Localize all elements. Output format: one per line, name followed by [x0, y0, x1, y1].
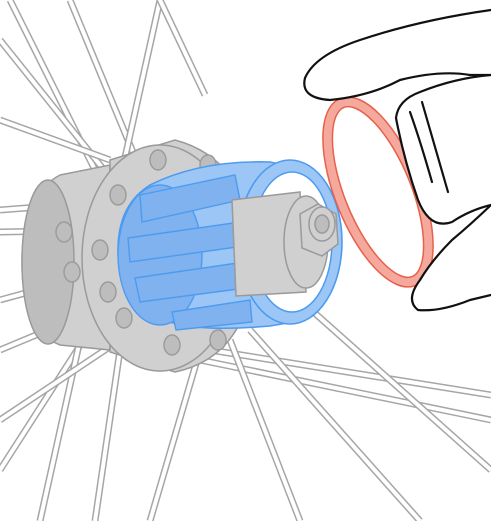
spoke-20 — [0, 340, 120, 420]
axle-hole — [315, 215, 329, 233]
flange-hole-4 — [92, 240, 108, 260]
flange-hole-8 — [210, 330, 226, 350]
flange-hole-3 — [110, 185, 126, 205]
flange-hole-10 — [64, 262, 80, 282]
spoke-19 — [0, 120, 110, 160]
flange-hole-6 — [116, 308, 132, 328]
spoke-16 — [250, 330, 420, 521]
flange-hole-11 — [56, 222, 72, 242]
hand-index-finger — [396, 75, 491, 224]
hub-left-end — [22, 180, 74, 344]
flange-hole-7 — [164, 335, 180, 355]
spoke-4 — [160, 0, 205, 95]
spoke-13 — [150, 350, 200, 521]
flange-hole-1 — [150, 150, 166, 170]
spoke-17 — [230, 340, 300, 521]
flange-hole-5 — [100, 282, 116, 302]
spoke-12 — [95, 350, 120, 521]
